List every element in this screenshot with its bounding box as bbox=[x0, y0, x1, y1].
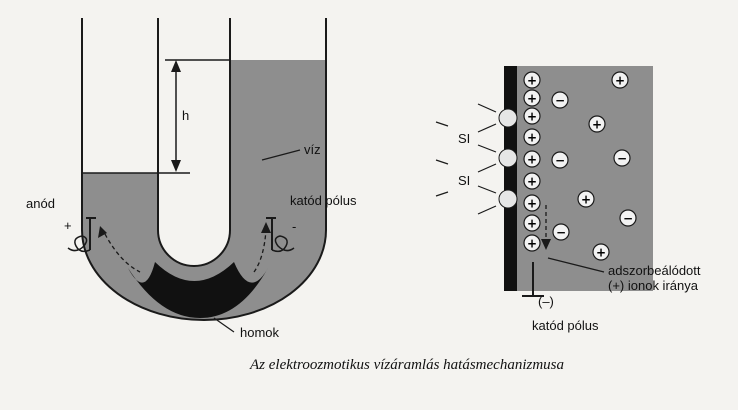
svg-text:+: + bbox=[527, 92, 537, 106]
adsorbed-label-line2: (+) ionok iránya bbox=[608, 278, 699, 293]
migration-arrowhead bbox=[541, 239, 551, 250]
negative-ion: − bbox=[552, 223, 570, 241]
water-fill bbox=[82, 60, 326, 320]
cathode-minus-label: (–) bbox=[538, 294, 554, 309]
svg-text:−: − bbox=[555, 94, 565, 108]
svg-text:+: + bbox=[527, 197, 537, 211]
anode-electrode bbox=[67, 217, 96, 253]
si-label-2: SI bbox=[458, 173, 470, 188]
negative-ion: − bbox=[551, 91, 569, 109]
svg-text:+: + bbox=[527, 153, 537, 167]
flow-arrowhead-left bbox=[98, 226, 107, 238]
positive-ion: + bbox=[523, 214, 541, 232]
sand-plug bbox=[128, 262, 268, 318]
h-arrow-up bbox=[171, 60, 181, 72]
positive-ion: + bbox=[588, 115, 606, 133]
svg-text:+: + bbox=[596, 246, 606, 260]
svg-text:+: + bbox=[527, 110, 537, 124]
svg-text:−: − bbox=[623, 212, 633, 226]
negative-ion: − bbox=[613, 149, 631, 167]
svg-text:−: − bbox=[617, 152, 627, 166]
water-molecule bbox=[498, 189, 518, 209]
positive-ion: + bbox=[523, 234, 541, 252]
u-tube-figure: h víz anód + katód pólus - homok bbox=[26, 18, 357, 340]
h-arrow-down bbox=[171, 160, 181, 172]
viz-label: víz bbox=[304, 142, 321, 157]
figure-caption: Az elektroozmotikus vízáramlás hatásmech… bbox=[249, 357, 564, 373]
anode-plus-sign: + bbox=[64, 218, 72, 233]
tube-outer-wall bbox=[81, 18, 327, 321]
positive-ion: + bbox=[523, 107, 541, 125]
flow-arrow-right bbox=[253, 229, 267, 273]
svg-text:+: + bbox=[527, 217, 537, 231]
negative-ion: − bbox=[551, 151, 569, 169]
cathode-left-label: katód pólus bbox=[290, 193, 357, 208]
negative-ion: − bbox=[619, 209, 637, 227]
si-label-1: SI bbox=[458, 131, 470, 146]
water-molecule bbox=[498, 108, 518, 128]
positive-ion: + bbox=[523, 71, 541, 89]
positive-ion: + bbox=[523, 89, 541, 107]
positive-ion: + bbox=[523, 194, 541, 212]
pore-wall bbox=[504, 66, 517, 291]
water-molecule bbox=[498, 148, 518, 168]
positive-ion: + bbox=[592, 243, 610, 261]
svg-text:−: − bbox=[556, 226, 566, 240]
si-ticks bbox=[435, 103, 497, 215]
positive-ion: + bbox=[577, 190, 595, 208]
svg-text:+: + bbox=[527, 237, 537, 251]
svg-text:+: + bbox=[581, 193, 591, 207]
ions-layer: + + + + + + + + + + − + − − + − − + bbox=[523, 71, 637, 261]
cathode-electrode-left bbox=[266, 217, 295, 253]
homok-pointer bbox=[213, 317, 235, 333]
positive-ion: + bbox=[523, 172, 541, 190]
positive-ion: + bbox=[611, 71, 629, 89]
svg-text:+: + bbox=[527, 74, 537, 88]
flow-arrowhead-right bbox=[261, 222, 271, 233]
positive-ion: + bbox=[523, 150, 541, 168]
svg-text:+: + bbox=[527, 175, 537, 189]
positive-ion: + bbox=[523, 128, 541, 146]
flow-arrow-left bbox=[104, 233, 141, 273]
tube-inner-wall bbox=[157, 18, 231, 267]
pore-figure: SI SI + + + + + + + + + + − + − − + − − + adszorbeálódott… bbox=[435, 66, 701, 333]
h-label: h bbox=[182, 108, 189, 123]
svg-text:+: + bbox=[615, 74, 625, 88]
svg-text:+: + bbox=[527, 131, 537, 145]
adsorbed-pointer bbox=[547, 257, 605, 273]
homok-label: homok bbox=[240, 325, 280, 340]
adsorbed-label-line1: adszorbeálódott bbox=[608, 263, 701, 278]
cathode-right-label: katód pólus bbox=[532, 318, 599, 333]
cathode-minus-sign: - bbox=[292, 219, 296, 234]
anode-label: anód bbox=[26, 196, 55, 211]
svg-text:+: + bbox=[592, 118, 602, 132]
viz-pointer bbox=[261, 149, 301, 161]
svg-text:−: − bbox=[555, 154, 565, 168]
